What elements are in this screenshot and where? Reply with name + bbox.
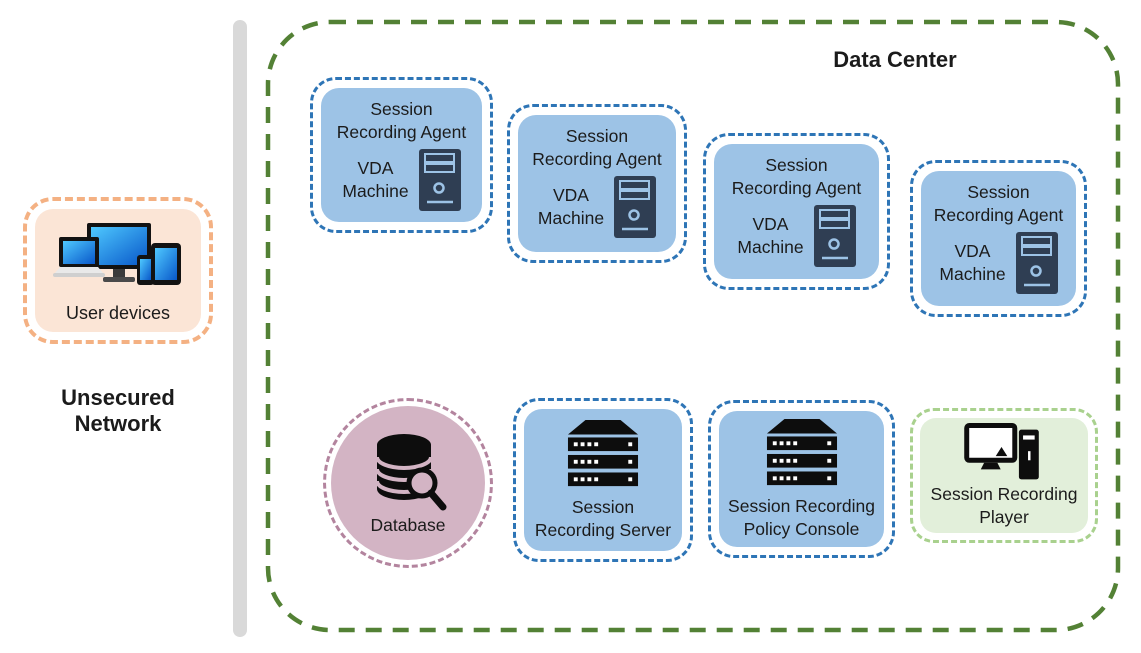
tower-pc-icon [813,205,856,267]
user-devices-group: User devices [23,197,213,344]
data-center-label: Data Center [833,47,957,72]
vda-machine-label: VDA Machine [939,241,1006,284]
agent-title: Session Recording Agent [336,99,467,142]
tower-pc-icon [1015,232,1058,294]
user-devices-box: User devices [35,209,201,332]
vda-machine-label: VDA Machine [537,185,605,228]
tower-pc-icon [614,176,657,238]
policy-console-box: Session Recording Policy Console [708,400,895,558]
unsecured-network-label: Unsecured Network [23,385,213,437]
agent-box-3: Session Recording Agent VDA Machine [703,133,890,290]
server-rack-icon [766,418,837,486]
unsecured-network-line2: Network [74,411,162,436]
agent-title: Session Recording Agent [731,155,862,198]
tower-pc-icon [418,149,461,211]
agent-title: Session Recording Agent [933,182,1064,225]
player-box: Session Recording Player [910,408,1098,543]
network-divider [233,20,247,637]
agent-title: Session Recording Agent [532,126,662,169]
vda-machine-label: VDA Machine [342,158,409,201]
user-devices-label: User devices [65,303,171,323]
database-search-icon [375,433,447,510]
agent-box-1: Session Recording Agent VDA Machine [310,77,493,233]
server-box: Session Recording Server [513,398,693,562]
agent-box-4: Session Recording Agent VDA Machine [910,160,1087,317]
unsecured-network-line1: Unsecured [61,385,175,410]
server-rack-icon [567,419,639,487]
agent-box-2: Session Recording Agent VDA Machine [507,104,687,263]
vda-machine-label: VDA Machine [737,214,804,257]
user-devices-icon [53,223,181,285]
data-center-boundary [265,19,1121,633]
player-label: Session Recording Player [930,483,1078,527]
server-label: Session Recording Server [534,497,672,540]
desktop-computer-icon [964,422,1039,479]
database-label: Database [370,514,446,535]
database-node: Database [323,398,493,568]
policy-console-label: Session Recording Policy Console [728,496,875,539]
